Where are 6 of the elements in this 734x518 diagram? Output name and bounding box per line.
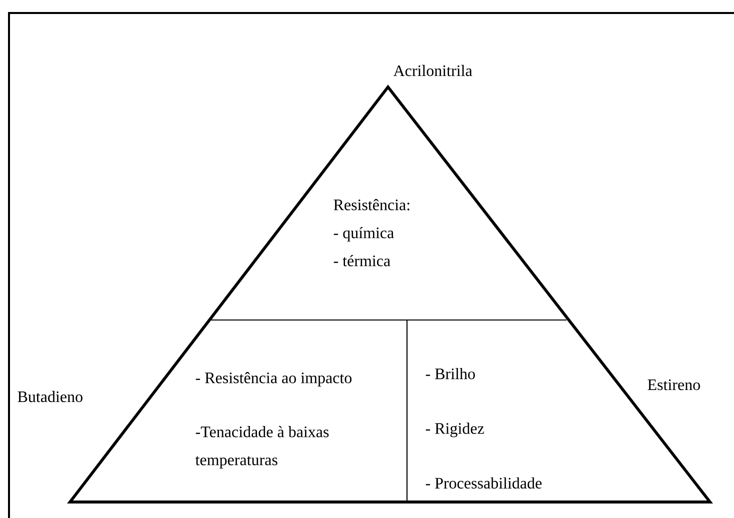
corner-label: Estireno: [648, 379, 700, 390]
property-text: Resistência: - química - térmica: [334, 199, 410, 266]
property-text: - Brilho - Rigidez - Processabilidade: [426, 368, 542, 489]
corner-label: Acrilonitrila: [393, 64, 472, 76]
property-text: - Resistência ao impacto -Tenacidade à baixas temperaturas: [195, 372, 352, 469]
corner-label: Butadieno: [18, 390, 82, 402]
